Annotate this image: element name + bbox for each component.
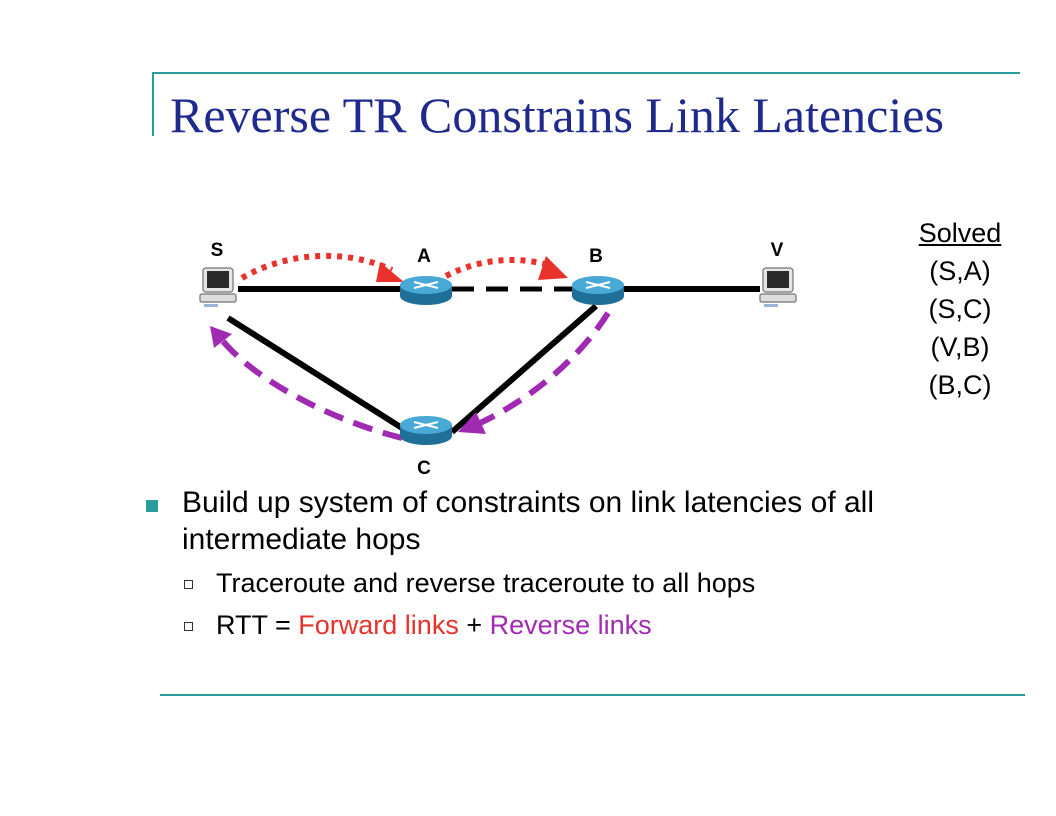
- title-frame: [152, 72, 1020, 136]
- host-v-icon: [759, 267, 797, 307]
- node-label-b: B: [589, 246, 603, 267]
- forward-links-text: Forward links: [298, 610, 459, 640]
- rtt-prefix: RTT =: [216, 610, 299, 640]
- plus-text: +: [458, 610, 490, 640]
- host-s-icon: [199, 267, 237, 307]
- solved-heading: Solved: [918, 218, 1002, 248]
- reverse-arrow-c-s: [219, 338, 403, 441]
- reverse-arrowhead-c: [458, 412, 486, 434]
- sub-bullet-rtt-text: RTT = Forward links + Reverse links: [216, 610, 652, 641]
- forward-arrow-s-a: [240, 252, 394, 281]
- sub-bullet-text: Traceroute and reverse traceroute to all…: [216, 568, 756, 598]
- sub-bullet-marker: [184, 622, 193, 631]
- reverse-links-text: Reverse links: [489, 610, 652, 640]
- links: [226, 286, 760, 435]
- bullet-marker: [146, 500, 158, 512]
- forward-arrow-a-b: [444, 257, 553, 279]
- node-label-a: A: [417, 246, 431, 267]
- reverse-arrow-b-c: [476, 311, 611, 427]
- link-c-b: [450, 303, 598, 435]
- solved-item: (S,A): [929, 256, 991, 286]
- router-a-icon: [400, 276, 452, 305]
- solved-list: Solved (S,A) (S,C) (V,B) (B,C): [905, 214, 1015, 404]
- reverse-arrowhead-s: [210, 326, 232, 348]
- forward-path: [240, 252, 568, 282]
- bottom-rule: [160, 694, 1025, 696]
- slide-title: Reverse TR Constrains Link Latencies: [170, 87, 944, 143]
- sub-bullet-marker: [184, 580, 193, 589]
- forward-arrowhead-b: [538, 256, 568, 280]
- router-c-icon: [400, 416, 452, 445]
- main-bullet-text: Build up system of constraints on link l…: [182, 486, 875, 556]
- reverse-path: [210, 311, 611, 441]
- node-label-s: S: [211, 240, 224, 261]
- node-label-v: V: [771, 240, 784, 261]
- solved-item: (S,C): [928, 294, 992, 324]
- link-s-c: [226, 315, 404, 431]
- router-b-icon: [572, 276, 624, 305]
- node-label-c: C: [417, 458, 431, 479]
- solved-item: (B,C): [928, 370, 992, 400]
- solved-item: (V,B): [930, 332, 990, 362]
- forward-arrowhead-a: [376, 262, 404, 282]
